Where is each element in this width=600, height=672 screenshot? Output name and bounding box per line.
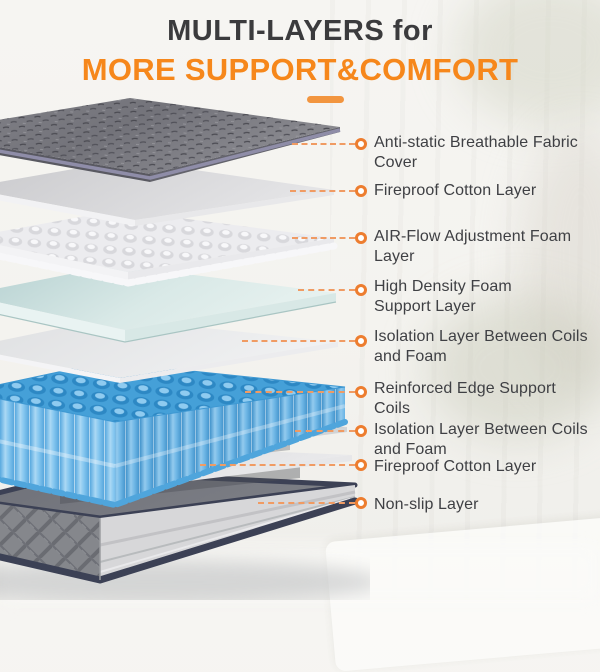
bullet-marker: [355, 284, 367, 296]
leader-line: [298, 289, 355, 291]
leader-line: [245, 391, 355, 393]
leader-line: [242, 340, 355, 342]
layer-label-isolation-bottom: Isolation Layer Between Coils and Foam: [374, 421, 588, 458]
mattress-exploded-diagram: [0, 98, 370, 600]
infographic-canvas: MULTI-LAYERS for MORE SUPPORT&COMFORT: [0, 0, 600, 600]
title-underline-dash: [306, 96, 344, 103]
leader-line: [292, 237, 355, 239]
layer-label-high-density-foam: High Density Foam Support Layer: [374, 278, 512, 315]
layer-label-isolation-top: Isolation Layer Between Coils and Foam: [374, 328, 588, 365]
layer-label-airflow-foam: AIR-Flow Adjustment Foam Layer: [374, 228, 572, 265]
title-line1: MULTI-LAYERS for: [167, 15, 433, 47]
bullet-marker: [355, 335, 367, 347]
leader-line: [200, 464, 355, 466]
bullet-marker: [355, 386, 367, 398]
layer-label-fireproof-top: Fireproof Cotton Layer: [374, 182, 537, 199]
background-plant-blur: [425, 295, 600, 440]
layer-high-density-foam: [0, 265, 337, 343]
layer-fireproof-cotton-top: [0, 160, 334, 226]
leader-line: [258, 502, 355, 504]
layer-airflow-foam: [0, 210, 338, 287]
leader-line: [292, 143, 355, 145]
bullet-marker: [355, 497, 367, 509]
layer-pocket-coils: [0, 361, 348, 509]
leader-line: [290, 190, 355, 192]
background-curtain: [330, 0, 600, 600]
layer-label-fabric-cover: Anti-static Breathable Fabric Cover: [374, 134, 578, 171]
bullet-marker: [355, 232, 367, 244]
title-line2: MORE SUPPORT&COMFORT: [81, 52, 519, 87]
bullet-marker: [355, 459, 367, 471]
bullet-marker: [355, 425, 367, 437]
bullet-marker: [355, 185, 367, 197]
leader-line: [295, 430, 355, 432]
bullet-marker: [355, 138, 367, 150]
page-title: MULTI-LAYERS for MORE SUPPORT&COMFORT: [0, 12, 600, 103]
layer-label-fireproof-bottom: Fireproof Cotton Layer: [374, 458, 537, 475]
layer-label-non-slip: Non-slip Layer: [374, 496, 479, 513]
layer-fabric-cover: [0, 98, 341, 182]
layer-label-coils: Reinforced Edge Support Coils: [374, 380, 556, 417]
